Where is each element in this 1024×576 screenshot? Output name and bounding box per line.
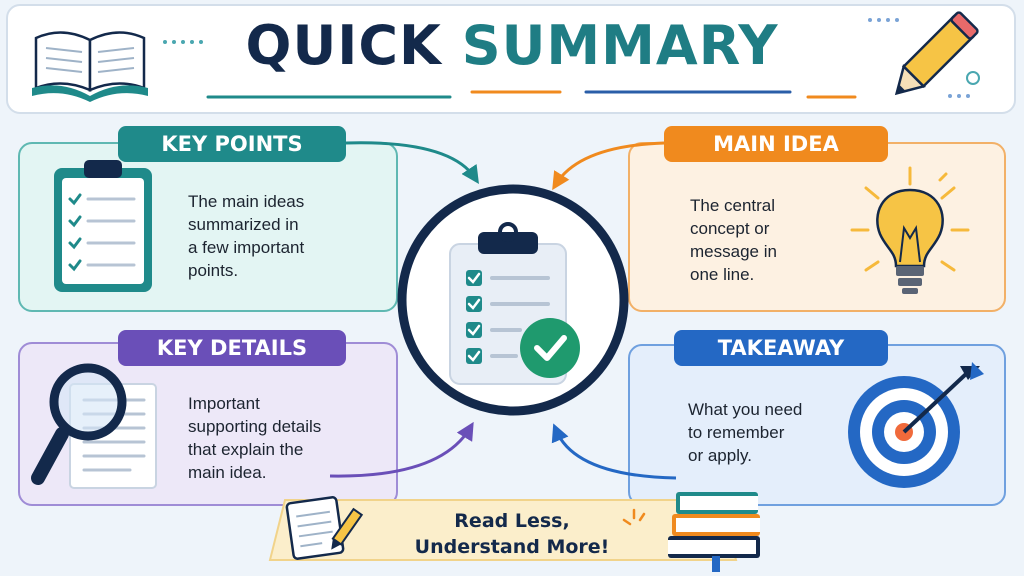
- header-decor: [32, 11, 980, 102]
- dots-right: [868, 18, 970, 98]
- notepad-pencil-icon: [285, 496, 364, 560]
- target-arrow-icon: [848, 362, 984, 488]
- main-idea-connector: [552, 141, 665, 191]
- bottom-banner: [268, 499, 738, 561]
- takeaway-label: TAKEAWAY: [674, 330, 888, 366]
- center-hub: [397, 184, 629, 416]
- page-title: QUICK SUMMARY: [0, 14, 1024, 77]
- book-stack-icon: [668, 492, 760, 572]
- title-card: [6, 4, 1016, 114]
- takeaway-description: What you need to remember or apply.: [688, 400, 803, 465]
- checklist-icon: [449, 222, 580, 385]
- title-word-2: SUMMARY: [461, 14, 779, 77]
- ring-dot: [966, 71, 980, 85]
- key-points-connector: [345, 141, 479, 185]
- key-details-connector: [329, 421, 474, 478]
- title-word-1: QUICK: [245, 14, 442, 77]
- key-points-description: The main ideas summarized in a few impor…: [188, 192, 305, 280]
- title-underline: [206, 90, 857, 99]
- dots-left: [163, 40, 203, 44]
- key-details-description: Important supporting details that explai…: [188, 394, 322, 482]
- banner-text: Read Less, Understand More!: [414, 510, 610, 558]
- main-idea-label: MAIN IDEA: [664, 126, 888, 162]
- magnifier-document-icon: [31, 363, 157, 489]
- key-details-label: KEY DETAILS: [118, 330, 346, 366]
- lightbulb-icon: [850, 166, 970, 294]
- clipboard-checklist-icon: [54, 160, 152, 292]
- sparkle-icon: [622, 508, 646, 526]
- open-book-icon: [32, 31, 148, 102]
- key-points-label: KEY POINTS: [118, 126, 346, 162]
- main-idea-description: The central concept or message in one li…: [690, 196, 777, 284]
- takeaway-connector: [551, 423, 677, 480]
- pencil-icon: [894, 11, 979, 96]
